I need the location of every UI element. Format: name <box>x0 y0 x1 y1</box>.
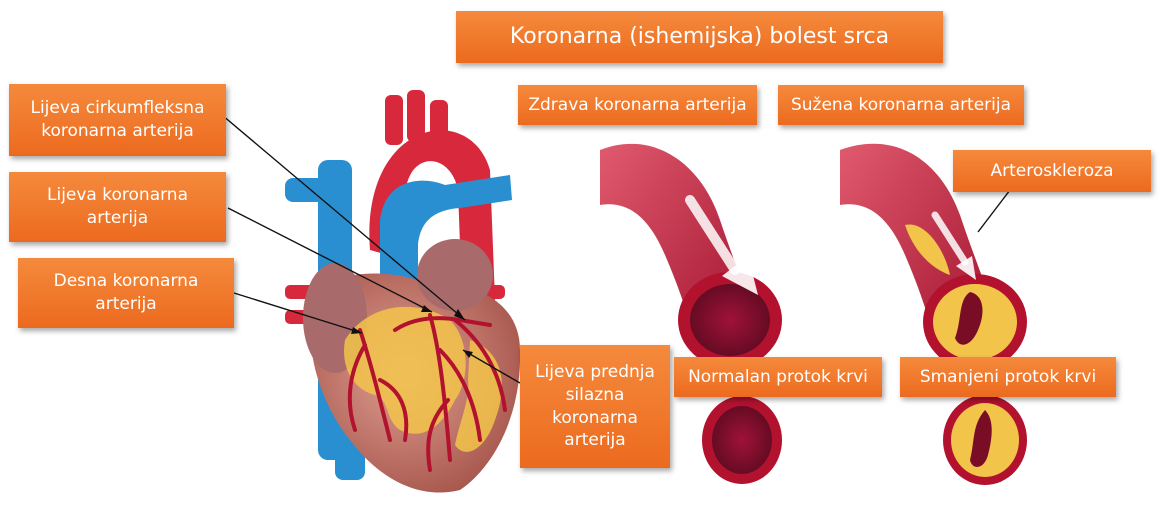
label-left-coronary-artery: Lijeva koronarna arterija <box>9 172 226 242</box>
label-narrowed-artery: Sužena koronarna arterija <box>778 85 1024 125</box>
left-atrium <box>417 239 493 311</box>
aorta-branch-1 <box>385 95 403 145</box>
label-reduced-flow: Smanjeni protok krvi <box>900 357 1116 397</box>
label-atherosclerosis: Arteroskleroza <box>953 150 1151 192</box>
aorta-branch-3 <box>430 100 448 148</box>
leader-atherosclerosis <box>978 190 1010 232</box>
normal-cross-section <box>702 396 782 484</box>
label-left-anterior-descending-artery: Lijeva prednja silazna koronarna arterij… <box>520 345 670 468</box>
page-title: Koronarna (ishemijska) bolest srca <box>456 11 943 63</box>
reduced-cross-section <box>943 395 1027 485</box>
label-healthy-artery: Zdrava koronarna arterija <box>518 85 757 125</box>
heart-illustration <box>285 90 520 493</box>
vena-cava-branch <box>285 178 325 202</box>
label-normal-flow: Normalan protok krvi <box>674 357 882 397</box>
healthy-artery-lumen <box>690 284 770 356</box>
healthy-artery <box>600 144 782 368</box>
label-left-circumflex-artery: Lijeva cirkumfleksna koronarna arterija <box>9 84 226 156</box>
aorta-branch-2 <box>407 90 425 142</box>
label-right-coronary-artery: Desna koronarna arterija <box>18 258 234 328</box>
